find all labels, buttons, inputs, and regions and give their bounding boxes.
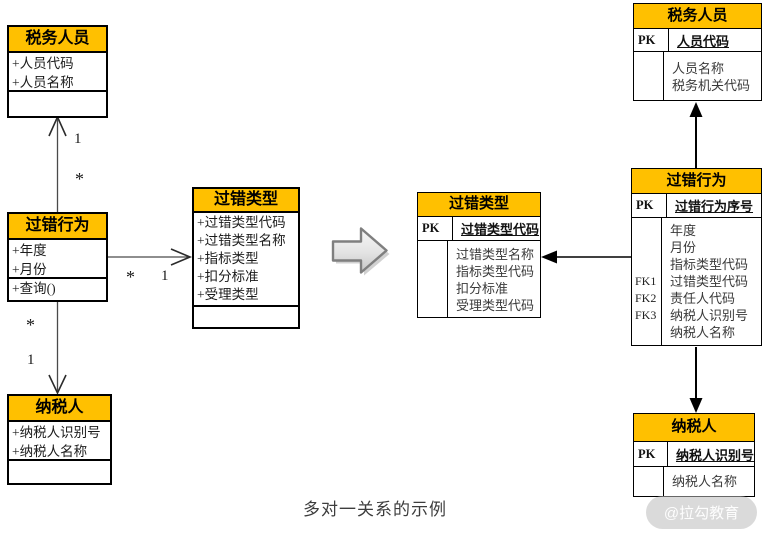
er-field: 纳税人识别号 [670,308,749,323]
association-arrow-to-taxpayer [48,299,67,395]
uml-attribute: +扣分标准 [197,269,259,284]
er-table-fault-behavior: 过错行为 PK 过错行为序号 FK1 FK2 FK3 年度 月份 指标类型代码 … [631,168,762,346]
er-table-title: 税务人员 [634,4,761,29]
fk-key [421,280,447,297]
uml-attribute: +纳税人名称 [12,444,88,459]
er-field: 过错类型名称 [456,247,535,262]
transform-arrow-icon [331,227,390,276]
watermark-text: @拉勾教育 [663,505,740,522]
er-table-fault-type: 过错类型 PK 过错类型代码 过错类型名称 指标类型代码 扣分标准 受理类型代码 [417,192,541,318]
pk-field: 纳税人识别号 [675,447,754,463]
uml-operations-empty [194,305,298,327]
pk-key-label: PK [418,217,453,240]
watermark-badge: @拉勾教育 [646,496,757,529]
uml-class-taxpayer: 纳税人 +纳税人识别号 +纳税人名称 [7,394,112,485]
er-field: 月份 [670,240,697,255]
er-field: 纳税人名称 [670,325,736,340]
uml-attribute: +受理类型 [197,287,259,302]
uml-operations-empty [9,459,110,483]
fk-key [635,239,661,256]
pk-field: 人员代码 [677,33,730,49]
er-field: 税务机关代码 [672,78,751,93]
fk-key [635,324,661,341]
uml-attribute: +指标类型 [197,251,259,266]
multiplicity-label: 1 [27,352,35,368]
fk-key [635,256,661,273]
multiplicity-label: 1 [161,268,169,284]
uml-class-tax-officer: 税务人员 +人员代码 +人员名称 [7,25,108,118]
er-table-tax-officer: 税务人员 PK 人员代码 人员名称 税务机关代码 [633,3,762,101]
uml-attribute: +月份 [12,262,47,277]
multiplicity-label: * [26,315,35,335]
fk-key [421,246,447,263]
fk-key [637,473,663,490]
fk-key: FK2 [635,291,657,305]
multiplicity-label: 1 [74,131,82,147]
pk-key-label: PK [632,194,667,217]
uml-attribute: +过错类型名称 [197,233,286,248]
uml-class-title: 纳税人 [9,396,110,422]
fk-key [421,263,447,280]
pk-key-label: PK [634,442,668,466]
fk-arrow-to-tax-officer [689,102,703,168]
er-table-title: 纳税人 [634,414,754,442]
pk-key-label: PK [634,29,669,51]
er-field: 指标类型代码 [456,264,535,279]
association-arrow-to-tax-officer [48,115,67,212]
uml-class-title: 税务人员 [9,27,106,53]
fk-key [637,77,663,94]
fk-key: FK1 [635,274,657,288]
uml-attribute: +人员代码 [12,56,74,71]
diagram-caption: 多对一关系的示例 [303,500,447,519]
multiplicity-label: * [75,169,84,189]
fk-key: FK3 [635,308,657,322]
er-field: 责任人代码 [670,291,736,306]
multiplicity-label: * [126,267,135,287]
fk-key [637,60,663,77]
er-field: 纳税人名称 [672,474,738,489]
pk-field: 过错行为序号 [675,199,754,214]
er-field: 年度 [670,223,697,238]
uml-class-fault-type: 过错类型 +过错类型代码 +过错类型名称 +指标类型 +扣分标准 +受理类型 [192,187,300,329]
uml-class-title: 过错类型 [194,189,298,213]
er-field: 人员名称 [672,61,725,76]
pk-field: 过错类型代码 [461,222,540,237]
uml-attribute: +人员名称 [12,75,74,90]
fk-arrow-to-taxpayer [689,347,703,413]
association-arrow-to-fault-type [108,248,193,266]
uml-class-title: 过错行为 [9,214,106,240]
fk-key [635,222,661,239]
er-field: 受理类型代码 [456,298,535,313]
uml-attribute: +年度 [12,243,47,258]
er-table-taxpayer: 纳税人 PK 纳税人识别号 纳税人名称 [633,413,755,497]
uml-operation: +查询() [12,281,56,296]
er-field: 过错类型代码 [670,274,749,289]
fk-key [421,297,447,314]
er-field: 扣分标准 [456,281,509,296]
uml-attribute: +过错类型代码 [197,215,286,230]
er-field: 指标类型代码 [670,257,749,272]
er-table-title: 过错行为 [632,169,761,194]
er-table-title: 过错类型 [418,193,540,217]
uml-operations-empty [9,90,106,116]
fk-arrow-to-fault-type [541,250,631,264]
uml-attribute: +纳税人识别号 [12,425,101,440]
uml-class-fault-behavior: 过错行为 +年度 +月份 +查询() [7,212,108,302]
